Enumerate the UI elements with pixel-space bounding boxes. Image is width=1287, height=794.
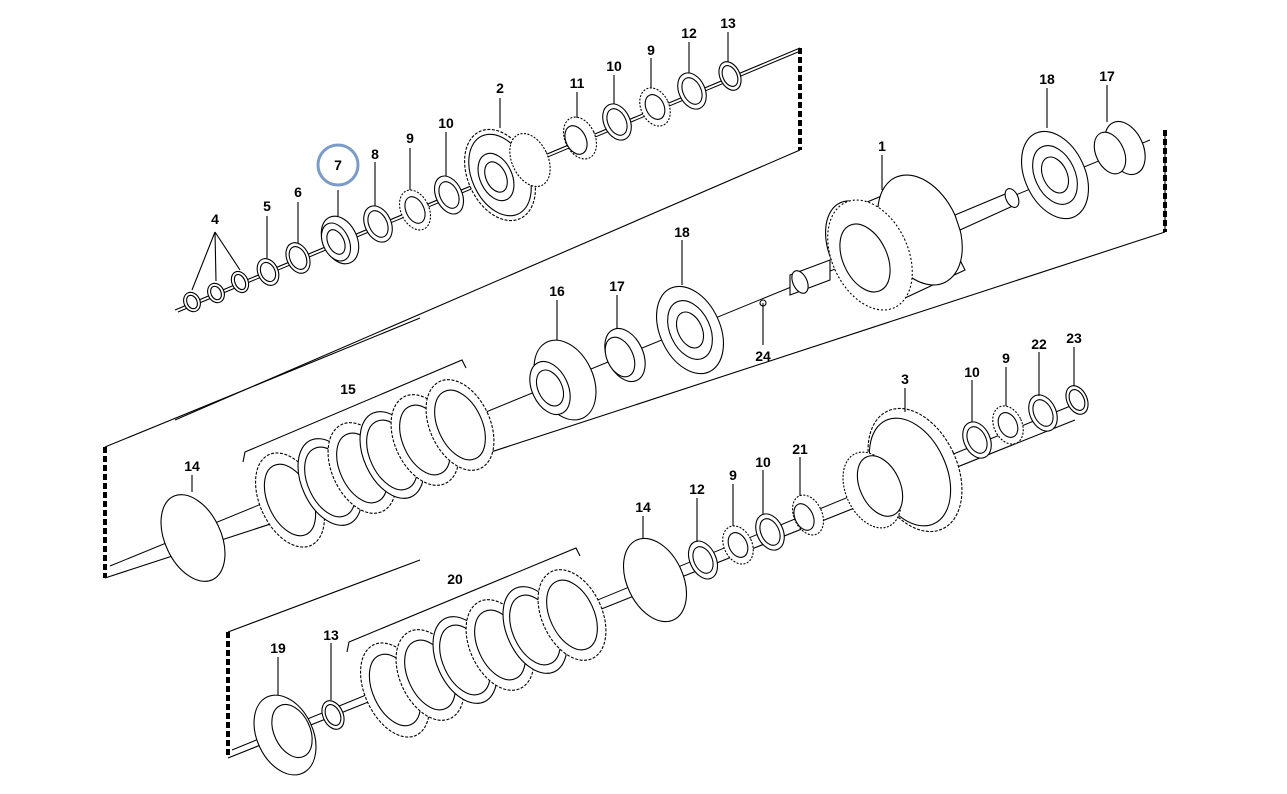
middle-row-parts xyxy=(160,120,1146,582)
callout-1: 1 xyxy=(878,138,886,154)
callout-4: 4 xyxy=(211,211,219,227)
callout-12: 12 xyxy=(689,481,705,497)
callout-2: 2 xyxy=(496,80,504,96)
callout-12: 12 xyxy=(681,25,697,41)
callout-10: 10 xyxy=(755,454,771,470)
callout-17: 17 xyxy=(1099,68,1115,84)
callout-14: 14 xyxy=(635,499,651,515)
callout-21: 21 xyxy=(792,441,808,457)
callout-16: 16 xyxy=(549,283,565,299)
callout-22: 22 xyxy=(1031,336,1047,352)
leader-lines xyxy=(191,32,1108,700)
callout-3: 3 xyxy=(901,371,909,387)
callout-24: 24 xyxy=(755,348,771,364)
bottom-row-parts xyxy=(253,385,1089,776)
callout-10: 10 xyxy=(438,115,454,131)
callout-9: 9 xyxy=(406,130,414,146)
callout-7[interactable]: 7 xyxy=(334,157,342,173)
callout-23: 23 xyxy=(1066,330,1082,346)
callout-9: 9 xyxy=(647,42,655,58)
callout-13: 13 xyxy=(323,627,339,643)
callout-18: 18 xyxy=(674,224,690,240)
callout-18: 18 xyxy=(1039,71,1055,87)
callout-10: 10 xyxy=(606,58,622,74)
callout-6: 6 xyxy=(294,184,302,200)
axis-lines xyxy=(109,51,1151,751)
callout-10: 10 xyxy=(964,364,980,380)
callout-13: 13 xyxy=(720,15,736,31)
callout-20: 20 xyxy=(447,571,463,587)
callout-11: 11 xyxy=(570,75,585,91)
callout-14: 14 xyxy=(184,458,200,474)
callout-17: 17 xyxy=(609,278,625,294)
callout-15: 15 xyxy=(340,381,356,397)
top-row-parts xyxy=(183,61,742,313)
callout-9: 9 xyxy=(1002,350,1010,366)
highlight-circle xyxy=(316,143,360,187)
callout-8: 8 xyxy=(371,146,379,162)
callout-5: 5 xyxy=(263,198,271,214)
callout-9: 9 xyxy=(729,467,737,483)
callout-19: 19 xyxy=(270,640,286,656)
callout-labels: 4 5 6 7 8 9 10 2 11 10 9 12 13 1 18 17 1… xyxy=(184,15,1115,656)
